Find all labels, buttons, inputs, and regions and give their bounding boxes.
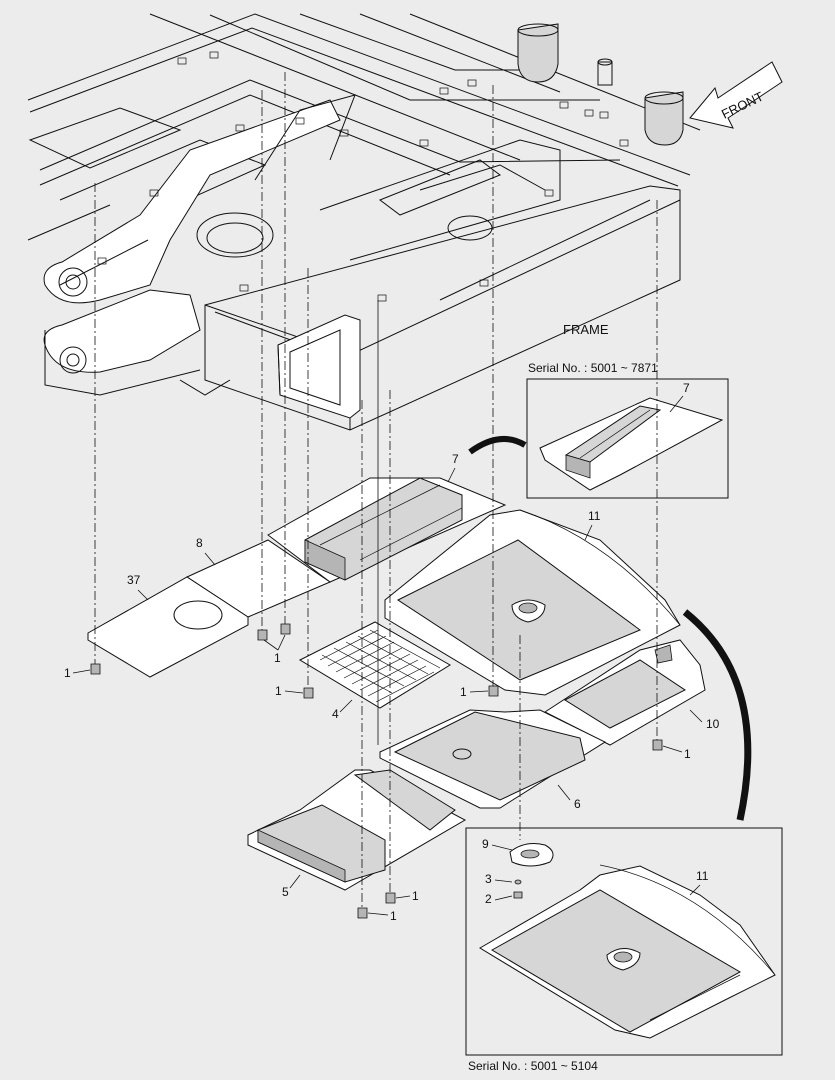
frame-label: FRAME [563,322,609,337]
callout-8: 8 [196,536,203,550]
curved-arrow-11 [682,609,752,821]
callout-3: 3 [485,872,492,886]
callout-1-g: 1 [390,909,397,923]
callout-11-inset: 11 [696,869,709,883]
assembly-lines [94,72,658,910]
callout-1-c: 1 [275,684,282,698]
callout-9: 9 [482,837,489,851]
frame-assembly [27,13,701,431]
callout-11: 11 [588,509,601,523]
callout-1-b: 1 [274,651,281,665]
callout-7-inset: 7 [683,381,690,395]
part-3-washer: 3 [485,872,522,886]
part-1-bolts: 1 1 1 1 1 1 1 [64,623,691,923]
front-direction-arrow: FRONT [689,61,783,129]
part-2-bolt: 2 [485,891,523,906]
part-6-cover: 6 [379,709,607,811]
part-9-flange: 9 [482,837,554,867]
part-7-cover: 7 [267,452,507,583]
part-37-plate: 37 [87,573,249,678]
callout-37: 37 [127,573,141,587]
curved-arrow-7 [468,435,527,455]
callout-5: 5 [282,885,289,899]
callout-10: 10 [706,717,720,731]
callout-1-e: 1 [684,747,691,761]
callout-2: 2 [485,892,492,906]
inset-serial-5001-7871: Serial No. : 5001 ~ 7871 7 [526,361,729,499]
callout-6: 6 [574,797,581,811]
callout-1-f: 1 [412,889,419,903]
inset-bottom-serial-label: Serial No. : 5001 ~ 5104 [468,1059,598,1073]
part-11-cover: 11 [384,509,681,696]
callout-4: 4 [332,707,339,721]
inset-serial-5001-5104: 11 Serial No. : 5001 ~ 5104 [465,827,783,1073]
part-5-cover: 5 [247,769,467,899]
part-10-cover: 10 [544,639,720,746]
inset-top-serial-label: Serial No. : 5001 ~ 7871 [528,361,658,375]
part-4-grille: 4 [298,621,451,721]
callout-1-d: 1 [460,685,467,699]
callout-1-a: 1 [64,666,71,680]
callout-7: 7 [452,452,459,466]
